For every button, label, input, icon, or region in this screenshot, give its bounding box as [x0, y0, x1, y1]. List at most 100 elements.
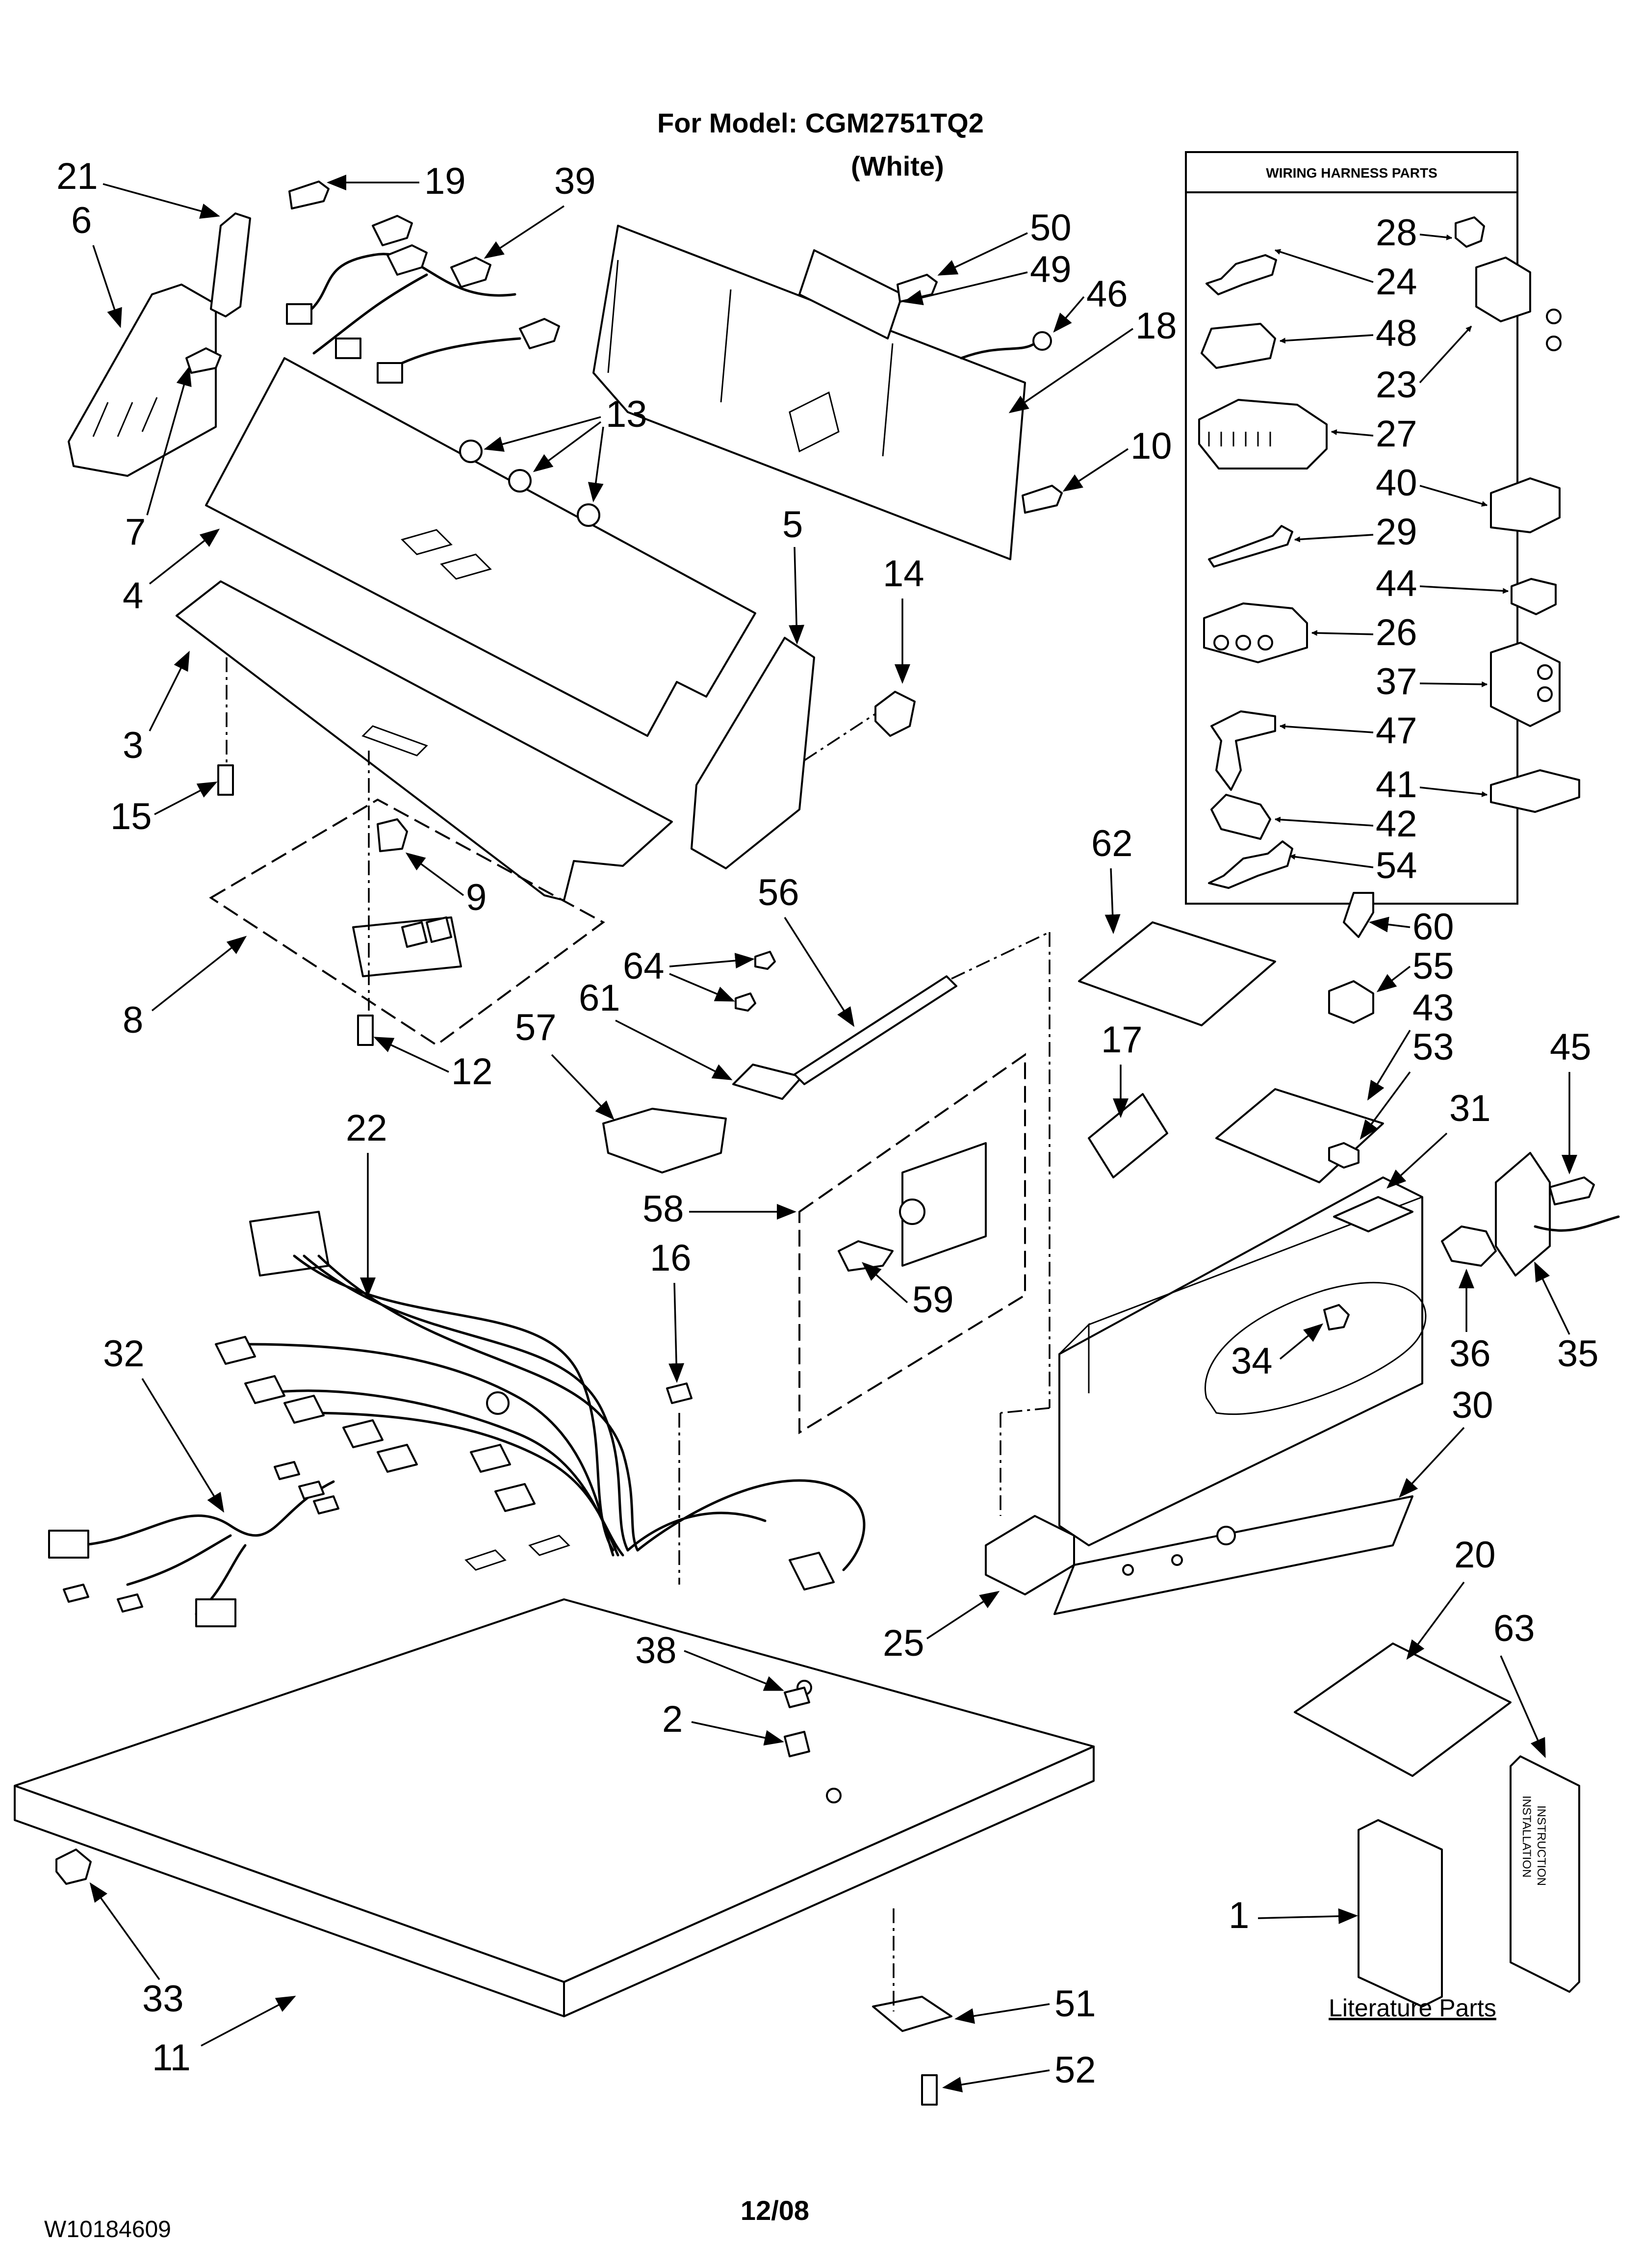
strip-part-56	[794, 975, 957, 1085]
svg-text:6: 6	[71, 200, 92, 241]
callout-59: 59	[862, 1262, 954, 1321]
bracket-part-51	[872, 1996, 952, 2032]
svg-text:58: 58	[642, 1188, 684, 1230]
harness-label-40: 40	[1376, 462, 1488, 507]
ground-wire-part-46	[960, 342, 1036, 360]
callout-45: 45	[1550, 1026, 1591, 1174]
svg-text:39: 39	[554, 160, 596, 202]
callout-16: 16	[650, 1237, 692, 1383]
nut-part-53	[1328, 1142, 1360, 1169]
svg-text:24: 24	[1376, 261, 1417, 303]
svg-text:34: 34	[1231, 1340, 1273, 1382]
console-base-part-3	[176, 580, 673, 901]
bracket-part-21	[210, 212, 251, 317]
svg-text:43: 43	[1412, 987, 1454, 1029]
callout-43: 43	[1367, 987, 1454, 1101]
svg-text:37: 37	[1376, 661, 1417, 703]
svg-text:23: 23	[1376, 364, 1417, 406]
callout-30: 30	[1399, 1384, 1493, 1498]
svg-text:27: 27	[1376, 413, 1417, 455]
harness-part-29	[1208, 525, 1293, 568]
svg-text:38: 38	[635, 1630, 677, 1671]
svg-text:14: 14	[883, 553, 924, 595]
callout-62: 62	[1091, 823, 1133, 934]
harness-part-26	[1203, 602, 1308, 663]
svg-text:19: 19	[424, 160, 466, 202]
callout-55: 55	[1376, 945, 1454, 992]
callout-64: 64	[623, 945, 755, 1002]
screw-part-19	[288, 181, 330, 209]
cover-part-62	[1078, 921, 1276, 1026]
svg-text:32: 32	[103, 1333, 145, 1375]
svg-text:55: 55	[1412, 945, 1454, 987]
callout-61: 61	[579, 977, 733, 1080]
manual-text-1: INSTALLATION	[1520, 1796, 1533, 1877]
plate-part-43	[1215, 1088, 1384, 1183]
svg-text:29: 29	[1376, 511, 1417, 553]
harness-label-26: 26	[1311, 612, 1417, 653]
svg-text:26: 26	[1376, 612, 1417, 653]
svg-text:21: 21	[56, 156, 98, 197]
svg-text:63: 63	[1493, 1608, 1535, 1649]
svg-text:10: 10	[1130, 425, 1172, 467]
harness-label-28: 28	[1376, 212, 1453, 254]
callout-5: 5	[782, 504, 805, 645]
harness-label-29: 29	[1294, 511, 1417, 553]
harness-label-54: 54	[1289, 845, 1417, 886]
screw-part-15	[217, 764, 234, 796]
svg-text:61: 61	[579, 977, 620, 1019]
harness-label-24: 24	[1274, 249, 1417, 303]
callout-31: 31	[1386, 1088, 1491, 1189]
callout-2: 2	[662, 1698, 784, 1746]
harness-label-37: 37	[1376, 661, 1488, 703]
svg-text:25: 25	[883, 1622, 924, 1664]
callout-32: 32	[103, 1333, 225, 1513]
clip-part-2	[784, 1731, 810, 1757]
callout-46: 46	[1053, 273, 1128, 333]
svg-text:53: 53	[1412, 1026, 1454, 1068]
callout-39: 39	[484, 160, 596, 259]
screw-part-10	[1022, 485, 1063, 514]
callout-7: 7	[125, 366, 192, 553]
svg-text:49: 49	[1030, 249, 1072, 290]
screw-part-52	[921, 2074, 938, 2106]
svg-text:17: 17	[1101, 1019, 1143, 1061]
wiring-harness-heading: WIRING HARNESS PARTS	[1266, 165, 1437, 181]
manual-text-2: INSTRUCTION	[1535, 1805, 1548, 1886]
svg-text:50: 50	[1030, 207, 1072, 249]
main-harness-part-22	[215, 1211, 866, 1590]
bracket-part-17	[1088, 1093, 1168, 1178]
callout-9: 9	[405, 852, 487, 918]
screw-part-12	[357, 1015, 374, 1046]
svg-text:64: 64	[623, 945, 665, 987]
end-cap-part-6	[68, 284, 217, 477]
svg-text:36: 36	[1449, 1333, 1491, 1375]
igniter-part-36	[1441, 1225, 1497, 1267]
bracket-part-35	[1495, 1152, 1551, 1277]
callout-4: 4	[123, 528, 220, 617]
harness-part-23	[1475, 257, 1562, 351]
pad-part-61	[732, 1064, 803, 1100]
callout-51: 51	[954, 1983, 1096, 2025]
screw-part-34	[1323, 1304, 1350, 1330]
svg-text:11: 11	[152, 2037, 191, 2079]
callout-56: 56	[758, 872, 855, 1027]
bag-part-20	[1294, 1642, 1512, 1777]
callout-25: 25	[883, 1590, 1000, 1664]
svg-text:7: 7	[125, 511, 146, 553]
callout-58: 58	[642, 1188, 796, 1230]
knob-part-33	[55, 1849, 92, 1885]
svg-text:12: 12	[451, 1051, 493, 1093]
harness-label-41: 41	[1376, 764, 1488, 806]
harness-part-47	[1210, 710, 1276, 791]
harness-part-28	[1455, 216, 1485, 248]
harness-label-27: 27	[1331, 413, 1417, 455]
svg-text:30: 30	[1452, 1384, 1493, 1426]
svg-text:33: 33	[142, 1978, 184, 2020]
harness-part-44	[1511, 578, 1557, 615]
model-title: For Model: CGM2751TQ2	[657, 107, 984, 138]
svg-text:45: 45	[1550, 1026, 1591, 1068]
top-part-11	[14, 1598, 1095, 1983]
svg-text:47: 47	[1376, 710, 1417, 752]
svg-text:3: 3	[123, 725, 143, 766]
